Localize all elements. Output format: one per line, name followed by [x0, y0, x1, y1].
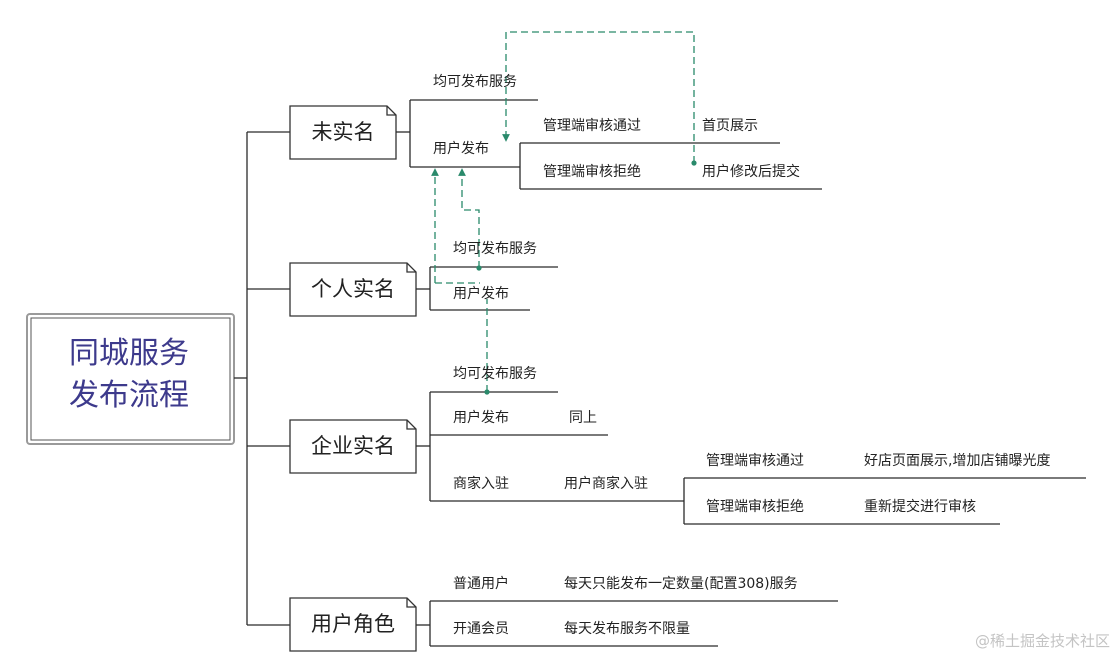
branch-lines-unverified	[396, 99, 822, 190]
unverified-rejected: 管理端审核拒绝	[543, 164, 641, 180]
node-box-enterprise	[289, 419, 417, 474]
node-box-role	[289, 597, 417, 652]
branch-lines-role	[416, 600, 838, 647]
root-title: 同城服务 发布流程	[31, 333, 227, 417]
unverified-user-publish: 用户发布	[433, 141, 489, 157]
enterprise-any-publish: 均可发布服务	[453, 366, 537, 382]
dashed-connectors	[431, 31, 695, 392]
root-title-line1: 同城服务	[69, 336, 189, 371]
unverified-approved-result: 首页展示	[702, 118, 758, 134]
enterprise-merchant-apply: 用户商家入驻	[564, 476, 648, 492]
branch-lines-enterprise	[416, 391, 1086, 525]
personal-any-publish: 均可发布服务	[453, 241, 537, 257]
personal-user-publish: 用户发布	[453, 286, 509, 302]
root-title-line2: 发布流程	[69, 378, 189, 413]
node-personal-label: 个人实名	[311, 277, 395, 301]
node-unverified-label: 未实名	[311, 120, 375, 144]
enterprise-approved-result: 好店页面展示,增加店铺曝光度	[864, 453, 1051, 469]
enterprise-merchant-join: 商家入驻	[453, 476, 509, 492]
root-box	[26, 313, 235, 445]
role-member: 开通会员	[453, 621, 509, 637]
role-regular-user: 普通用户	[453, 576, 509, 592]
node-enterprise-label: 企业实名	[311, 434, 395, 458]
node-box-unverified	[289, 105, 397, 160]
enterprise-rejected: 管理端审核拒绝	[706, 499, 804, 515]
trunk-lines	[234, 131, 290, 626]
role-regular-quota: 每天只能发布一定数量(配置308)服务	[564, 576, 798, 592]
unverified-approved: 管理端审核通过	[543, 118, 641, 134]
branch-lines-personal	[416, 266, 558, 311]
enterprise-user-publish: 用户发布	[453, 410, 509, 426]
node-box-personal	[289, 262, 417, 317]
enterprise-rejected-result: 重新提交进行审核	[864, 499, 976, 515]
node-role-label: 用户角色	[311, 612, 395, 636]
role-member-quota: 每天发布服务不限量	[564, 621, 690, 637]
enterprise-same-as-above: 同上	[569, 410, 597, 426]
unverified-rejected-result: 用户修改后提交	[702, 164, 800, 180]
unverified-any-publish: 均可发布服务	[433, 74, 517, 90]
connector-dots	[476, 160, 697, 395]
watermark: @稀土掘金技术社区	[974, 632, 1110, 650]
enterprise-approved: 管理端审核通过	[706, 453, 804, 469]
